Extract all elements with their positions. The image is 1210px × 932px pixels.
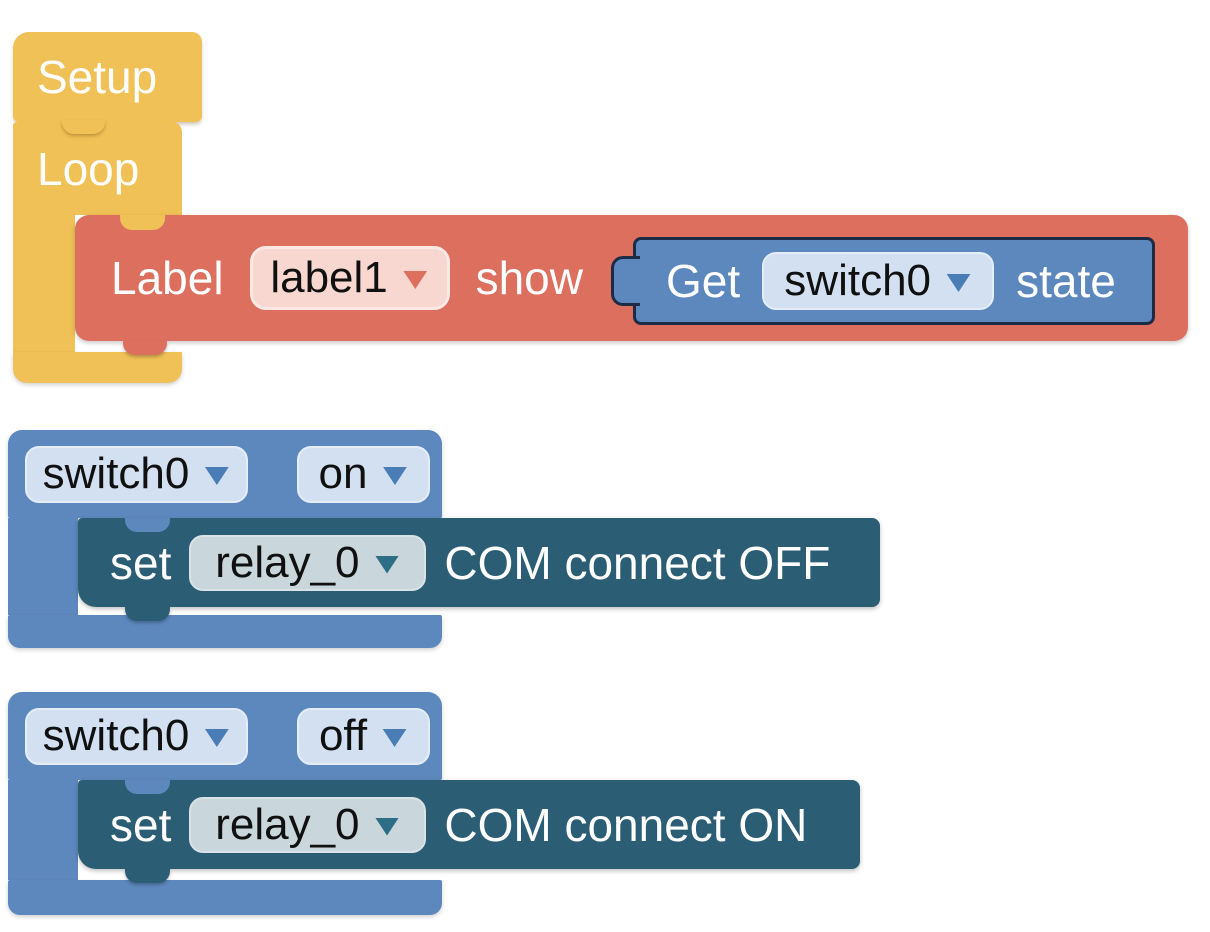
rule-off-state-value: off bbox=[318, 711, 368, 760]
dropdown-arrow-icon bbox=[382, 729, 407, 747]
dropdown-arrow-icon bbox=[375, 555, 399, 574]
statement-notch bbox=[125, 780, 170, 794]
set-relay-on-block[interactable]: set relay_0 COM connect ON bbox=[78, 780, 860, 883]
rule-off-device-dropdown[interactable]: switch0 bbox=[25, 707, 248, 765]
setup-label: Setup bbox=[37, 51, 158, 103]
dropdown-arrow-icon bbox=[204, 729, 229, 747]
get-device-value: switch0 bbox=[784, 256, 932, 305]
rule-on-bottom-wall bbox=[8, 615, 442, 648]
switch-on-rule-block[interactable]: switch0 on bbox=[8, 430, 442, 518]
setup-block[interactable]: Setup bbox=[13, 32, 202, 122]
loop-label: Loop bbox=[37, 142, 140, 195]
set-on-relay-value: relay_0 bbox=[215, 799, 360, 849]
switch-off-rule-block[interactable]: switch0 off bbox=[8, 692, 442, 780]
label-dropdown-value: label1 bbox=[270, 253, 388, 302]
dropdown-arrow-icon bbox=[375, 817, 399, 836]
get-device-dropdown[interactable]: switch0 bbox=[762, 252, 995, 310]
rule-off-device-value: switch0 bbox=[42, 711, 190, 760]
set-relay-off-block[interactable]: set relay_0 COM connect OFF bbox=[78, 518, 880, 621]
rule-off-bottom-wall bbox=[8, 880, 442, 915]
set-off-prefix: set bbox=[110, 536, 172, 589]
set-on-prefix: set bbox=[110, 798, 172, 851]
statement-notch bbox=[125, 518, 170, 532]
rule-on-state-value: on bbox=[318, 449, 368, 498]
get-state-block[interactable]: Get switch0 state bbox=[611, 237, 1155, 325]
label-dropdown[interactable]: label1 bbox=[249, 246, 450, 310]
rule-on-state-dropdown[interactable]: on bbox=[297, 445, 430, 503]
setup-bottom-connector bbox=[62, 120, 105, 134]
dropdown-arrow-icon bbox=[204, 467, 229, 485]
rule-on-device-dropdown[interactable]: switch0 bbox=[25, 445, 248, 503]
dropdown-arrow-icon bbox=[403, 271, 428, 289]
rule-on-device-value: switch0 bbox=[42, 449, 190, 498]
rule-off-state-dropdown[interactable]: off bbox=[297, 707, 430, 765]
loop-block[interactable]: Loop bbox=[13, 122, 182, 215]
statement-bump bbox=[125, 607, 170, 621]
set-on-action: COM connect ON bbox=[444, 798, 808, 851]
loop-bottom-wall bbox=[13, 352, 182, 383]
statement-notch bbox=[120, 215, 165, 230]
label-block-action: show bbox=[475, 252, 583, 304]
output-connector-tab bbox=[611, 256, 640, 306]
rule-off-left-wall bbox=[8, 780, 78, 880]
statement-bump bbox=[125, 869, 170, 883]
dropdown-arrow-icon bbox=[946, 274, 971, 292]
get-block-suffix: state bbox=[1016, 255, 1116, 307]
set-off-relay-dropdown[interactable]: relay_0 bbox=[189, 534, 427, 591]
statement-bump bbox=[123, 341, 167, 355]
set-off-relay-value: relay_0 bbox=[215, 537, 360, 587]
get-block-prefix: Get bbox=[666, 255, 741, 307]
loop-left-wall bbox=[13, 215, 75, 352]
rule-on-left-wall bbox=[8, 518, 78, 615]
set-on-relay-dropdown[interactable]: relay_0 bbox=[189, 796, 427, 853]
dropdown-arrow-icon bbox=[383, 467, 407, 485]
label-block-prefix: Label bbox=[111, 252, 224, 304]
set-off-action: COM connect OFF bbox=[444, 536, 831, 589]
